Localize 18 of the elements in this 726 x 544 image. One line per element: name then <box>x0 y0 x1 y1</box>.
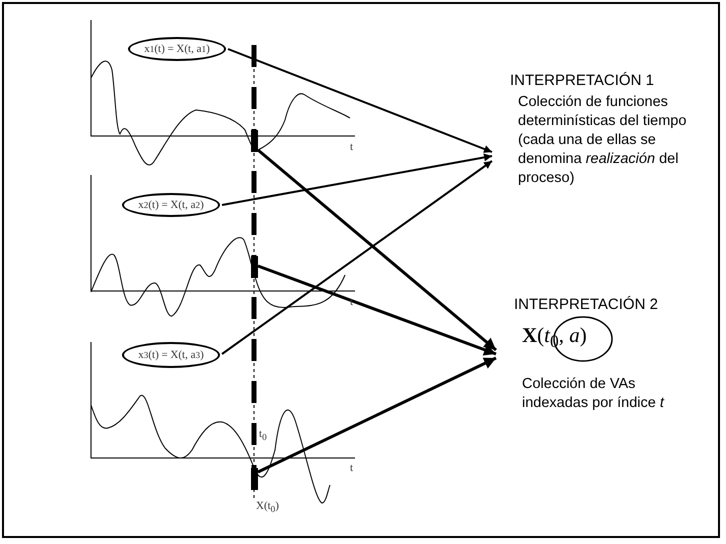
description-text: Colección de funciones determinísticas del tiempo (cada una de ellas se denomina realización del proceso) <box>518 93 688 188</box>
arrow <box>257 356 497 474</box>
arrow <box>257 148 497 352</box>
arrow <box>221 160 493 355</box>
description-text: Colección de VAs indexadas por índice t <box>522 375 666 413</box>
interpretation-heading: INTERPRETACIÓN 2 <box>514 296 659 313</box>
interpretation-heading: INTERPRETACIÓN 1 <box>510 72 655 89</box>
curve-sample-marker <box>251 130 258 152</box>
axis-label: t <box>350 462 354 474</box>
random-variable-label: X(t$_{0}$) <box>256 500 279 514</box>
arrow <box>222 154 492 206</box>
arrow <box>257 264 497 356</box>
arrow <box>228 48 492 153</box>
time-instant-label: t$_{0}$ <box>259 428 267 442</box>
curve-sample-marker <box>251 256 258 278</box>
axis-label: t <box>350 141 354 153</box>
curve-sample-marker <box>251 468 258 490</box>
axis-label: t <box>350 296 354 308</box>
